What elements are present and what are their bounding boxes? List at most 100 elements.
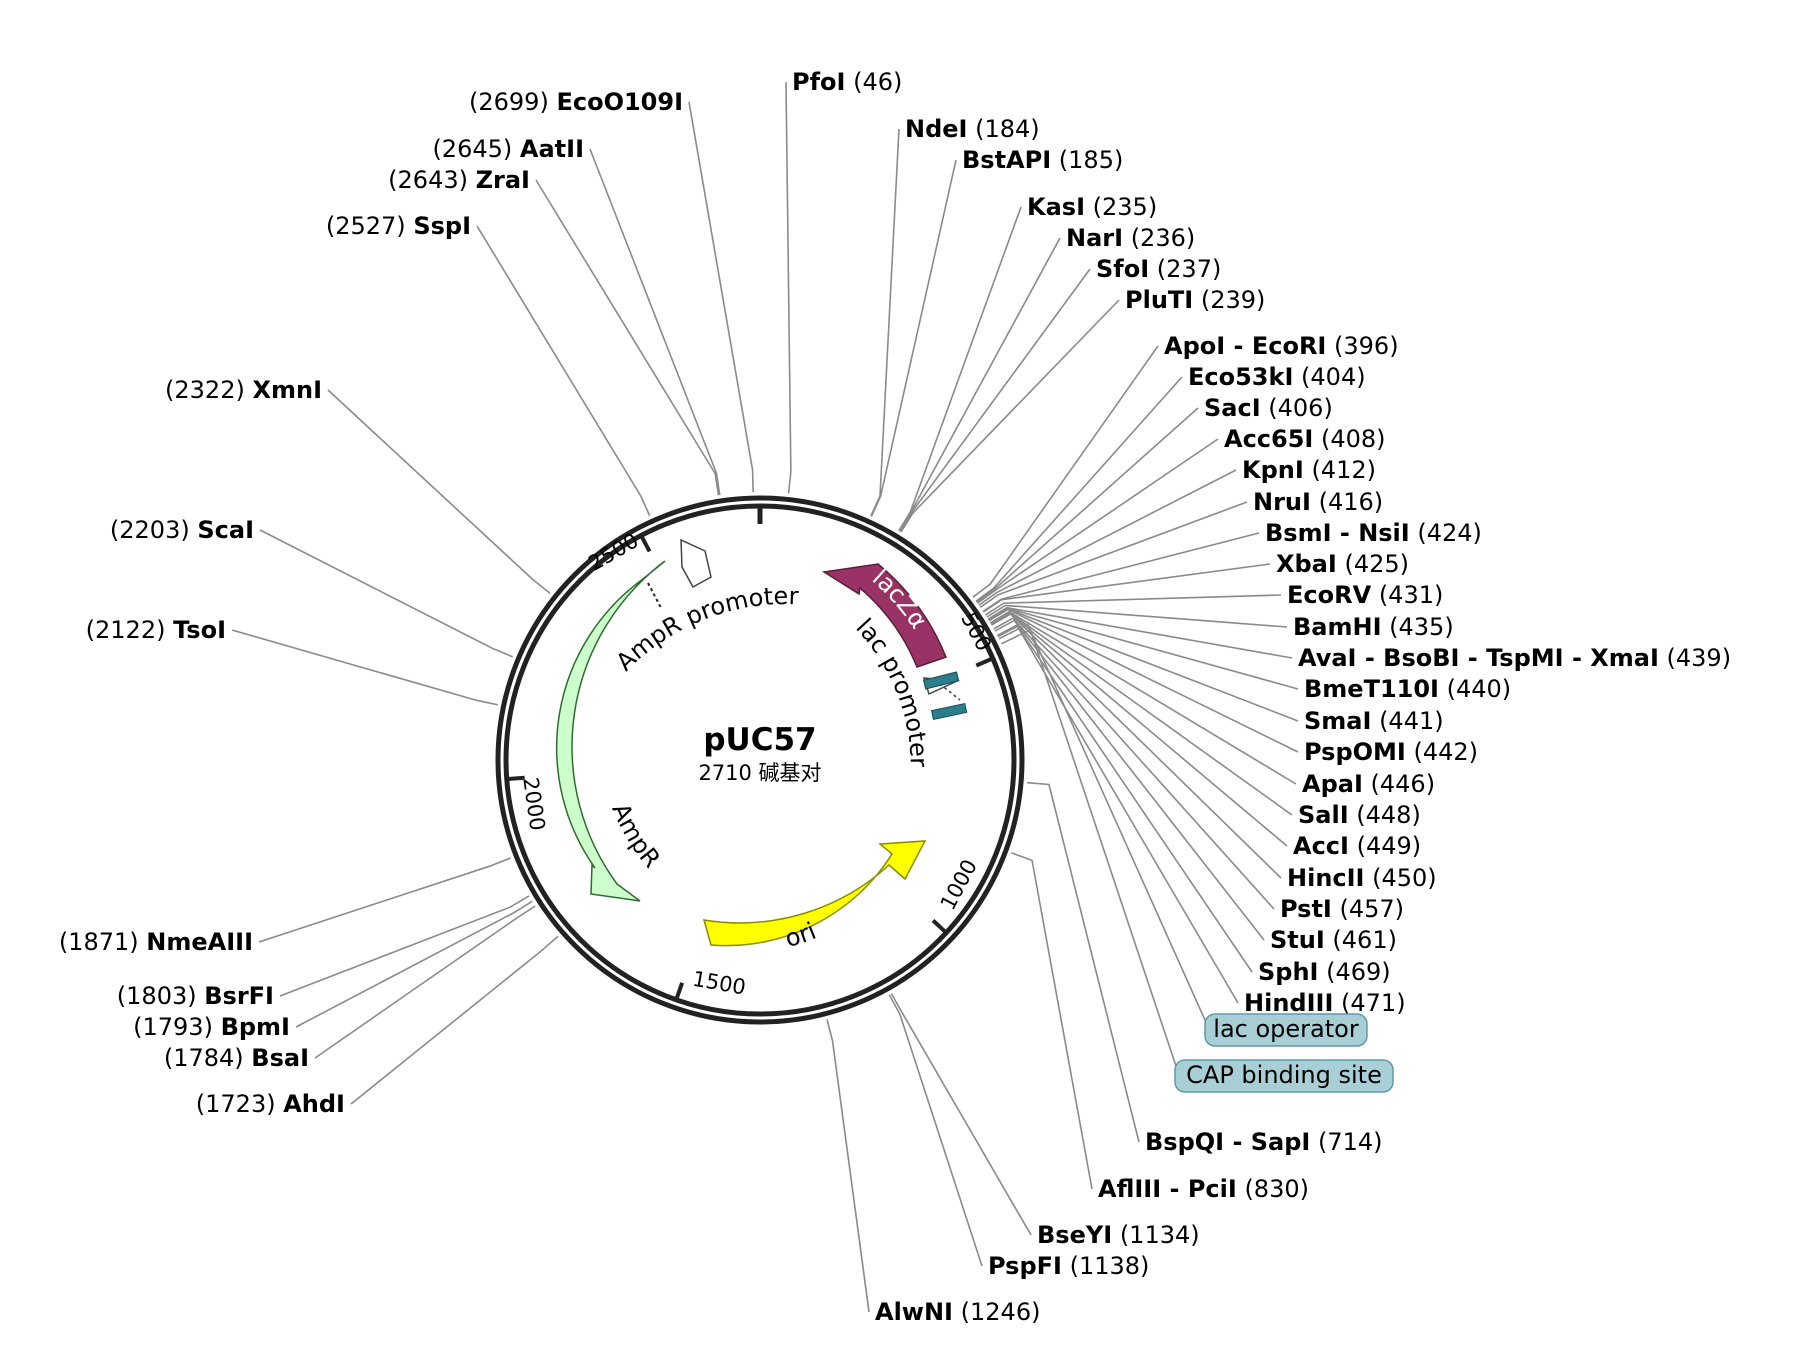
site-leader-line bbox=[982, 563, 1271, 613]
site-name: PspOMI bbox=[1304, 738, 1406, 766]
site-leader-line bbox=[899, 268, 1091, 532]
restriction-site-label[interactable]: HindIII (471) bbox=[1244, 989, 1406, 1017]
restriction-site-label[interactable]: Acc65I (408) bbox=[1224, 425, 1386, 453]
restriction-site-label[interactable]: BmeT110I (440) bbox=[1304, 675, 1511, 703]
restriction-site-label[interactable]: PstI (457) bbox=[1280, 895, 1404, 923]
restriction-site-label[interactable]: SacI (406) bbox=[1204, 394, 1333, 422]
restriction-site-label[interactable]: PfoI (46) bbox=[792, 68, 902, 96]
restriction-site-label[interactable]: PspOMI (442) bbox=[1304, 738, 1478, 766]
restriction-site-label[interactable]: (1803) BsrFI bbox=[117, 982, 274, 1010]
site-position: (236) bbox=[1131, 224, 1196, 252]
restriction-site-label[interactable]: SphI (469) bbox=[1258, 958, 1391, 986]
restriction-site-label[interactable]: StuI (461) bbox=[1270, 926, 1397, 954]
site-position: (2322) bbox=[165, 376, 245, 404]
tick-label: 2000 bbox=[518, 776, 549, 832]
site-leader-line bbox=[295, 900, 533, 1028]
restriction-site-label[interactable]: BspQI - SapI (714) bbox=[1145, 1128, 1383, 1156]
restriction-site-label[interactable]: AflIII - PciI (830) bbox=[1098, 1175, 1309, 1203]
site-leader-line bbox=[826, 1019, 870, 1313]
restriction-site-label[interactable]: PspFI (1138) bbox=[988, 1252, 1149, 1280]
cap-binding-site-box[interactable] bbox=[930, 702, 968, 721]
restriction-site-label[interactable]: KpnI (412) bbox=[1242, 456, 1376, 484]
restriction-site-label[interactable]: Eco53kI (404) bbox=[1188, 363, 1366, 391]
site-name: NarI bbox=[1066, 224, 1123, 252]
site-name: BpmI bbox=[221, 1013, 290, 1041]
site-name: BamHI bbox=[1293, 613, 1382, 641]
site-leader-line bbox=[279, 895, 530, 997]
plasmid-size: 2710 碱基对 bbox=[698, 761, 821, 785]
restriction-site-label[interactable]: (2645) AatII bbox=[432, 135, 584, 163]
restriction-site-label[interactable]: (1784) BsaI bbox=[164, 1044, 309, 1072]
site-leader-line bbox=[870, 159, 957, 517]
site-name: SspI bbox=[413, 212, 471, 240]
site-position: (237) bbox=[1157, 255, 1222, 283]
restriction-site-label[interactable]: SfoI (237) bbox=[1096, 255, 1221, 283]
site-position: (1723) bbox=[196, 1090, 276, 1118]
restriction-site-label[interactable]: SalI (448) bbox=[1298, 801, 1421, 829]
restriction-site-label[interactable]: (1793) BpmI bbox=[133, 1013, 290, 1041]
site-name: SmaI bbox=[1304, 707, 1371, 735]
site-name: NruI bbox=[1253, 488, 1311, 516]
site-position: (2203) bbox=[110, 516, 190, 544]
site-position: (1803) bbox=[117, 982, 197, 1010]
restriction-site-label[interactable]: SmaI (441) bbox=[1304, 707, 1444, 735]
site-name: SphI bbox=[1258, 958, 1318, 986]
restriction-site-label[interactable]: NdeI (184) bbox=[905, 115, 1040, 143]
lacza-arrow[interactable] bbox=[821, 563, 947, 668]
site-name: PluTI bbox=[1125, 286, 1193, 314]
site-name: XmnI bbox=[252, 376, 322, 404]
site-name: BseYI bbox=[1037, 1221, 1112, 1249]
restriction-site-label[interactable]: AvaI - BsoBI - TspMI - XmaI (439) bbox=[1298, 644, 1731, 672]
restriction-site-label[interactable]: (2643) ZraI bbox=[388, 166, 530, 194]
site-position: (457) bbox=[1340, 895, 1405, 923]
restriction-site-label[interactable]: (2699) EcoO109I bbox=[469, 88, 683, 116]
restriction-site-label[interactable]: (2203) ScaI bbox=[110, 516, 254, 544]
restriction-site-label[interactable]: ApaI (446) bbox=[1302, 770, 1435, 798]
site-leader-line bbox=[259, 529, 513, 658]
restriction-site-label[interactable]: PluTI (239) bbox=[1125, 286, 1265, 314]
site-name: KasI bbox=[1027, 193, 1085, 221]
ampr-arrow[interactable] bbox=[555, 560, 666, 902]
restriction-site-label[interactable]: (2122) TsoI bbox=[86, 616, 226, 644]
site-name: NdeI bbox=[905, 115, 967, 143]
site-leader-line bbox=[314, 905, 536, 1059]
restriction-site-label[interactable]: (1723) AhdI bbox=[196, 1090, 345, 1118]
restriction-site-label[interactable]: NruI (416) bbox=[1253, 488, 1383, 516]
restriction-site-label[interactable]: (2322) XmnI bbox=[165, 376, 322, 404]
restriction-site-label[interactable]: XbaI (425) bbox=[1276, 550, 1409, 578]
ampr-promoter-arrow[interactable] bbox=[680, 538, 712, 589]
restriction-site-label[interactable]: AccI (449) bbox=[1293, 832, 1421, 860]
restriction-site-label[interactable]: BseYI (1134) bbox=[1037, 1221, 1200, 1249]
site-leader-line bbox=[327, 389, 551, 594]
lac-operator-tag-box[interactable] bbox=[1204, 1013, 1368, 1047]
restriction-site-label[interactable]: HincII (450) bbox=[1287, 864, 1437, 892]
restriction-site-label[interactable]: BsmI - NsiI (424) bbox=[1265, 519, 1482, 547]
site-position: (412) bbox=[1311, 456, 1376, 484]
site-position: (1784) bbox=[164, 1044, 244, 1072]
restriction-site-label[interactable]: ApoI - EcoRI (396) bbox=[1164, 332, 1399, 360]
site-leader-line bbox=[988, 607, 1299, 722]
restriction-site-label[interactable]: (2527) SspI bbox=[326, 212, 471, 240]
restriction-site-label[interactable]: NarI (236) bbox=[1066, 224, 1195, 252]
site-position: (440) bbox=[1447, 675, 1512, 703]
restriction-site-label[interactable]: BamHI (435) bbox=[1293, 613, 1454, 641]
lac-operator-box[interactable] bbox=[922, 671, 960, 690]
site-leader-line bbox=[476, 225, 651, 517]
site-name: BsaI bbox=[251, 1044, 309, 1072]
restriction-site-label[interactable]: AlwNI (1246) bbox=[875, 1298, 1040, 1326]
restriction-site-label[interactable]: BstAPI (185) bbox=[962, 146, 1123, 174]
site-leader-line bbox=[900, 299, 1120, 533]
restriction-site-label[interactable]: EcoRV (431) bbox=[1287, 581, 1443, 609]
ori-arrow[interactable] bbox=[702, 840, 927, 947]
restriction-site-label[interactable]: KasI (235) bbox=[1027, 193, 1157, 221]
site-leader-line bbox=[972, 345, 1159, 598]
site-position: (448) bbox=[1356, 801, 1421, 829]
cap-binding-site-tag-box[interactable] bbox=[1174, 1059, 1394, 1093]
site-name: HindIII bbox=[1244, 989, 1333, 1017]
site-leader-line bbox=[258, 857, 511, 943]
site-name: EcoO109I bbox=[556, 88, 683, 116]
restriction-site-label[interactable]: (1871) NmeAIII bbox=[59, 928, 253, 956]
site-position: (1138) bbox=[1070, 1252, 1150, 1280]
